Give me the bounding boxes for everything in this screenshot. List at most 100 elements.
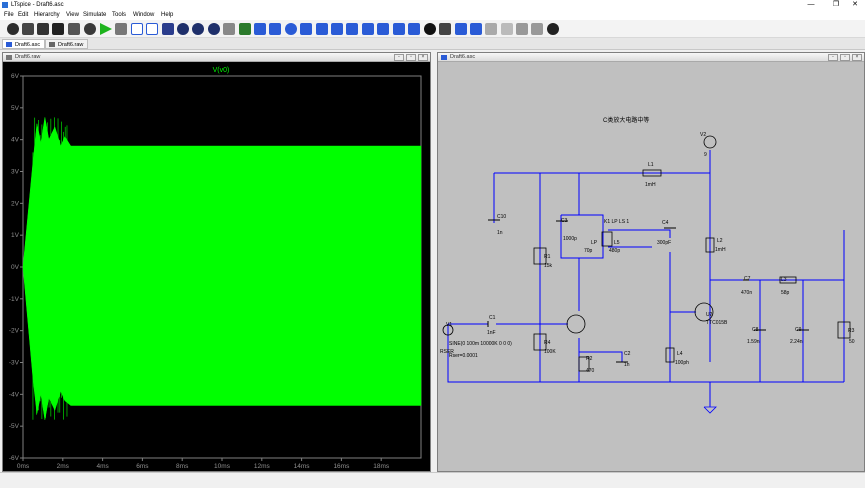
menu-help[interactable]: Help <box>161 12 174 18</box>
y-tick-label: -5V <box>9 423 20 430</box>
resistor-r3[interactable] <box>837 321 851 339</box>
maximize-button[interactable]: ❐ <box>832 1 840 8</box>
menu-file[interactable]: File <box>4 12 14 18</box>
inductor-l3[interactable] <box>779 276 797 284</box>
pane-minimize-button[interactable]: - <box>828 54 838 61</box>
move-icon[interactable] <box>377 23 389 35</box>
x-tick-label: 14ms <box>294 463 311 470</box>
zoom-back-icon[interactable] <box>223 23 235 35</box>
open-folder-icon[interactable] <box>22 23 34 35</box>
draw-icon[interactable] <box>485 23 497 35</box>
cascade-icon[interactable] <box>162 23 174 35</box>
delete-icon[interactable] <box>424 23 436 35</box>
inductor-l2[interactable] <box>705 237 715 253</box>
y-tick-label: 1V <box>11 232 20 239</box>
schematic-heading: C类放大电路中等 <box>603 116 649 124</box>
wire-icon[interactable] <box>254 23 266 35</box>
inductor-lp-ls[interactable] <box>601 231 613 247</box>
x-tick-label: 16ms <box>333 463 350 470</box>
trace-v-v0 <box>22 117 422 420</box>
ref-r3: R3 <box>848 328 855 334</box>
inductor-icon[interactable] <box>331 23 343 35</box>
tile-vertical-icon[interactable] <box>131 23 143 35</box>
diode-icon[interactable] <box>346 23 358 35</box>
ref-v1: V1 <box>446 322 452 328</box>
trace-label[interactable]: V(v0) <box>213 67 230 74</box>
value-l1: 1mH <box>645 182 656 188</box>
label-net-icon[interactable] <box>285 23 297 35</box>
run-icon[interactable] <box>100 23 112 35</box>
resistor-r1[interactable] <box>533 247 547 265</box>
new-schematic-icon[interactable] <box>37 23 49 35</box>
wire <box>608 229 671 238</box>
resistor-r2[interactable] <box>578 356 590 372</box>
coupling-directive: K1 LP LS 1 <box>604 219 629 225</box>
menu-window[interactable]: Window <box>133 12 155 18</box>
rotate-icon[interactable] <box>455 23 467 35</box>
tab-draft6-raw[interactable]: Draft6.raw <box>45 39 89 49</box>
mirror-disabled-icon[interactable] <box>501 23 513 35</box>
pane-restore-button[interactable]: ▫ <box>840 54 850 61</box>
x-tick-label: 8ms <box>176 463 189 470</box>
duplicate-icon[interactable] <box>439 23 451 35</box>
zoom-out-icon[interactable] <box>192 23 204 35</box>
menu-view[interactable]: View <box>66 12 79 18</box>
resistor-icon[interactable] <box>300 23 312 35</box>
ref-c4: C4 <box>662 220 669 226</box>
ref-r4: R4 <box>544 340 551 346</box>
print-icon[interactable] <box>68 23 80 35</box>
transistor-q1[interactable] <box>566 314 586 334</box>
component-icon[interactable] <box>362 23 374 35</box>
pane-close-button[interactable]: × <box>418 54 428 61</box>
menu-tools[interactable]: Tools <box>112 12 127 18</box>
value-r1: 15k <box>544 263 553 269</box>
find-icon[interactable] <box>547 23 559 35</box>
toolbar <box>0 20 865 38</box>
waveform-plot[interactable]: V(v0) 6V5V4V3V2V1V0V-1V-2V-3V-4V-5V-6V0m… <box>3 62 430 471</box>
capacitor-icon[interactable] <box>316 23 328 35</box>
inductor-l1[interactable] <box>642 169 662 177</box>
x-tick-label: 0ms <box>17 463 30 470</box>
tab-draft6-asc[interactable]: Draft6.asc <box>2 39 46 49</box>
voltage-source-v1[interactable] <box>442 324 454 336</box>
schematic-canvas[interactable]: C类放大电路中等 <box>438 62 864 471</box>
waveform-pane-header: Draft6.raw - ▫ × <box>3 53 430 62</box>
zoom-in-icon[interactable] <box>177 23 189 35</box>
drag-icon[interactable] <box>393 23 405 35</box>
menu-edit[interactable]: Edit <box>18 12 29 18</box>
minimize-button[interactable]: — <box>807 1 815 8</box>
transistor-u2[interactable] <box>694 302 714 322</box>
y-tick-label: -1V <box>9 296 20 303</box>
tile-horizontal-icon[interactable] <box>146 23 158 35</box>
voltage-source-v2[interactable] <box>703 135 717 149</box>
halt-icon[interactable] <box>115 23 127 35</box>
pane-restore-button[interactable]: ▫ <box>406 54 416 61</box>
ltspice-app-icon <box>2 2 8 8</box>
value-c3: 1000p <box>563 236 577 242</box>
zoom-fit-icon[interactable] <box>208 23 220 35</box>
control-panel-icon[interactable] <box>84 23 96 35</box>
redo-icon[interactable] <box>531 23 543 35</box>
y-tick-label: -2V <box>9 328 20 335</box>
menu-hierarchy[interactable]: Hierarchy <box>34 12 60 18</box>
x-tick-label: 6ms <box>136 463 149 470</box>
undo-icon[interactable] <box>516 23 528 35</box>
save-icon[interactable] <box>52 23 64 35</box>
y-tick-label: 4V <box>11 137 20 144</box>
value-l2: 1mH <box>715 247 726 253</box>
close-button[interactable]: ✕ <box>852 1 858 8</box>
wire <box>447 324 540 383</box>
pane-close-button[interactable]: × <box>852 54 862 61</box>
menu-simulate[interactable]: Simulate <box>83 12 107 18</box>
resistor-r4[interactable] <box>533 333 547 351</box>
v1-rser: Rser=0.0001 <box>449 353 478 359</box>
spice-directive-icon[interactable] <box>408 23 420 35</box>
ground-icon[interactable] <box>269 23 281 35</box>
autorange-icon[interactable] <box>239 23 251 35</box>
settings-icon[interactable] <box>7 23 19 35</box>
pane-minimize-button[interactable]: - <box>394 54 404 61</box>
mirror-icon[interactable] <box>470 23 482 35</box>
schematic-pane: Draft6.asc - ▫ × C类放大电路中等 <box>437 52 865 472</box>
y-tick-label: 6V <box>11 73 20 80</box>
inductor-l4[interactable] <box>665 347 675 363</box>
